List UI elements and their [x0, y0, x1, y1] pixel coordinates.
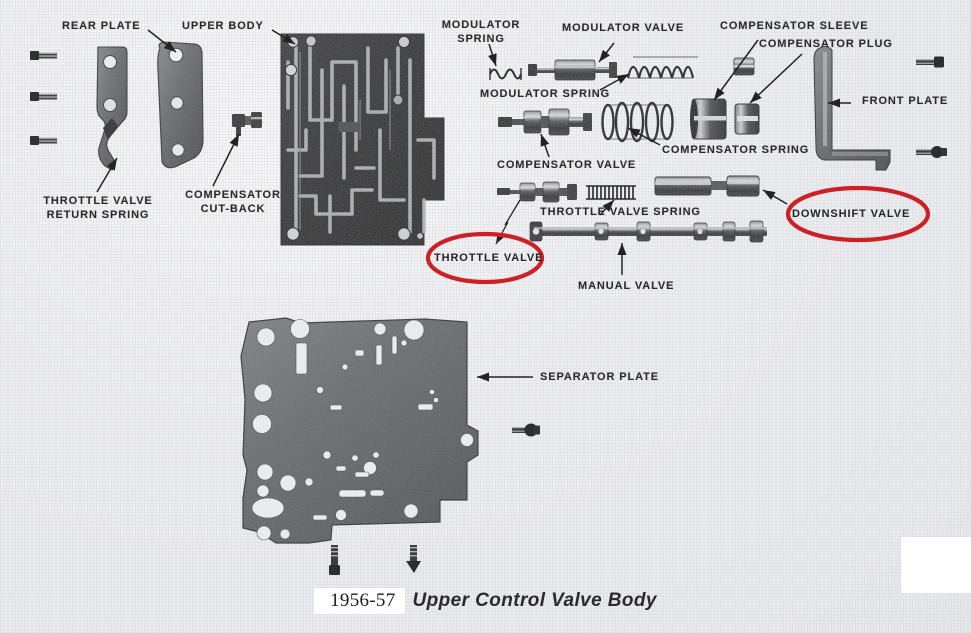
throttle-valve-return-spring-part [96, 46, 128, 171]
downshift-valve-part [654, 175, 760, 197]
leader-modulator-valve [598, 42, 615, 63]
label-manual-valve: MANUAL VALVE [578, 280, 675, 292]
rear-plate-part [157, 41, 204, 169]
highlight-throttle-valve [425, 231, 545, 285]
compensator-sleeve-part [690, 98, 727, 140]
leader-modulator-spring [599, 73, 630, 91]
compensator-plug-part [734, 103, 760, 135]
caption-year: 1956-57 [314, 588, 405, 614]
bolt-icon [30, 51, 57, 60]
label-throttle-return-spring-line2: RETURN SPRING [46, 209, 150, 221]
compensator-cut-back-part [232, 112, 262, 136]
leader-compensator-sleeve [713, 39, 759, 101]
modulator-spring-coil-part [626, 56, 698, 79]
modulator-spring-small-part [489, 68, 522, 80]
label-throttle-valve-highlighted: THROTTLE VALVE [434, 252, 544, 264]
label-compensator-cutback-line2: CUT-BACK [200, 203, 266, 215]
leader-compensator-valve [540, 133, 550, 158]
label-throttle-valve-spring: THROTTLE VALVE SPRING [540, 206, 701, 218]
compensator-plug-small-part [733, 57, 755, 76]
label-front-plate: FRONT PLATE [862, 95, 949, 107]
leader-upper-body [271, 29, 296, 45]
highlight-downshift-valve [785, 185, 931, 243]
label-throttle-return-spring-line1: THROTTLE VALVE [43, 195, 153, 207]
lower-screws-group [329, 423, 540, 575]
bolt-icon [30, 92, 57, 101]
leader-throttle-valve-seg [504, 199, 521, 226]
left-bolts-group [30, 51, 57, 145]
leader-compensator-spring [627, 127, 661, 146]
label-compensator-cutback-line1: COMPENSATOR [185, 189, 281, 201]
label-modulator-spring-top-line2: SPRING [457, 33, 505, 45]
leader-rear-plate [147, 29, 177, 53]
leader-throttle-valve-spring [599, 199, 615, 216]
throttle-valve-part [497, 181, 577, 203]
front-plate-part [813, 45, 891, 171]
screw-icon [329, 545, 340, 575]
label-compensator-plug: COMPENSATOR PLUG [759, 38, 893, 50]
throttle-valve-spring-part [586, 185, 636, 200]
bolt-icon [916, 56, 944, 68]
screw-icon [406, 545, 421, 573]
caption-title: Upper Control Valve Body [412, 590, 657, 611]
leader-compensator-cutback [212, 133, 240, 187]
highlight-ellipses [425, 185, 931, 285]
compensator-valve-part [498, 108, 592, 136]
bolt-icon [30, 136, 57, 145]
label-compensator-sleeve: COMPENSATOR SLEEVE [720, 20, 869, 32]
blank-white-box [901, 537, 971, 593]
upper-body-casting-part [280, 33, 445, 246]
leader-throttle-return-spring [96, 157, 118, 193]
leader-modulator-spring-top [488, 43, 497, 67]
label-modulator-spring-top-line1: MODULATOR [441, 19, 521, 31]
label-compensator-spring: COMPENSATOR SPRING [662, 144, 810, 156]
manual-valve-part [529, 220, 767, 243]
compensator-spring-part [601, 101, 674, 143]
separator-plate-part [240, 317, 479, 544]
label-upper-body: UPPER BODY [182, 20, 264, 32]
figure-caption: 1956-57 Upper Control Valve Body [0, 588, 971, 618]
right-bolts-group [916, 56, 947, 158]
leader-downshift-valve [762, 189, 788, 205]
label-downshift-valve-highlighted: DOWNSHIFT VALVE [792, 208, 911, 220]
modulator-valve-part [528, 59, 617, 81]
leader-compensator-plug [749, 53, 803, 104]
screw-icon [512, 423, 540, 437]
label-modulator-valve: MODULATOR VALVE [562, 22, 685, 34]
label-separator-plate: SEPARATOR PLATE [540, 371, 660, 383]
bolt-icon [916, 146, 947, 158]
label-compensator-valve: COMPENSATOR VALVE [497, 159, 637, 171]
label-rear-plate: REAR PLATE [62, 20, 141, 32]
label-modulator-spring: MODULATOR SPRING [480, 88, 611, 100]
